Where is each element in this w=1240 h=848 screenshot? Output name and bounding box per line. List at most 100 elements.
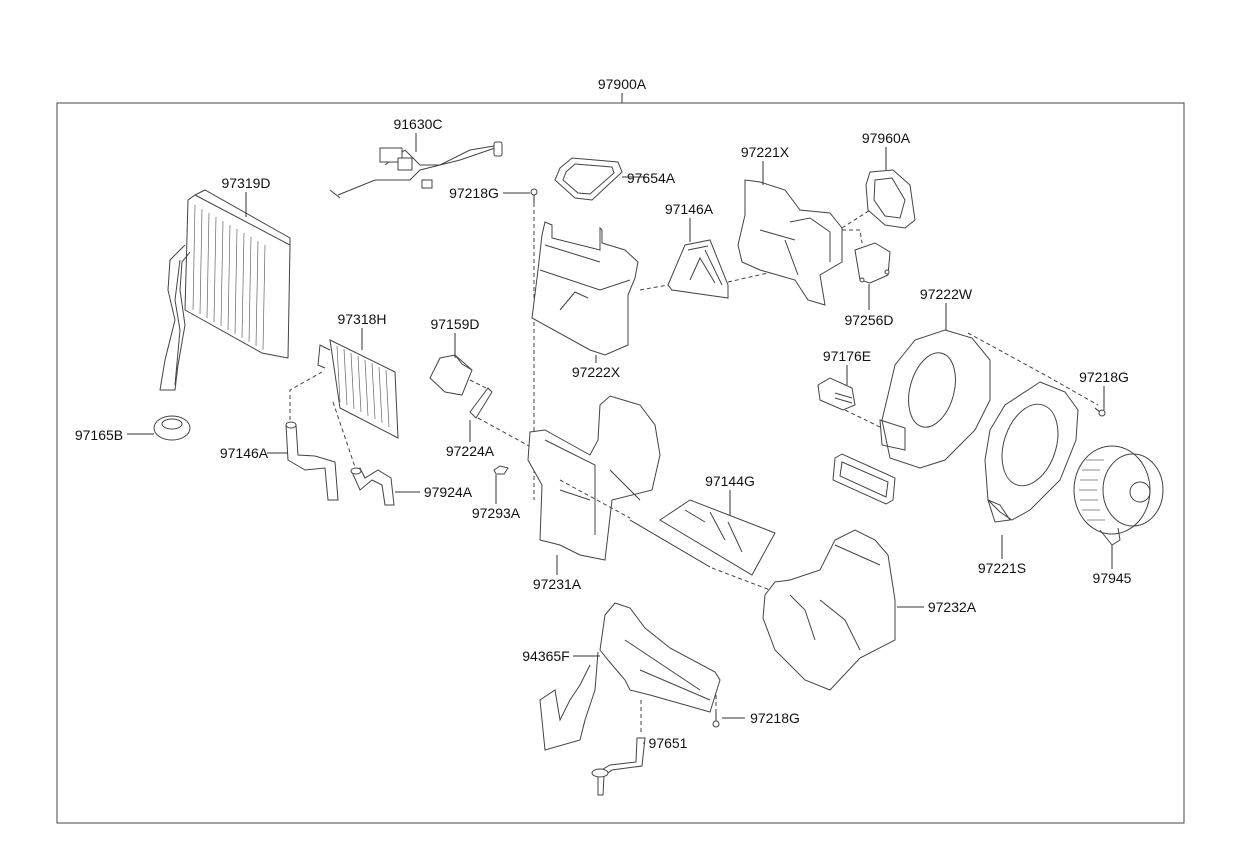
resistor-97176E	[817, 377, 856, 411]
part-97924A[interactable]	[350, 467, 395, 506]
connector	[493, 141, 503, 157]
part-97146A[interactable]	[667, 239, 729, 299]
door-97144G	[659, 499, 776, 576]
part-97144G[interactable]	[629, 499, 776, 576]
scroll-case-foot	[987, 499, 1011, 523]
part-94365F[interactable]	[539, 602, 721, 751]
seal-rect-outer	[832, 453, 896, 505]
assembly-line	[844, 409, 883, 429]
label-97146A: 97146A	[665, 201, 714, 217]
case-97222X-details	[539, 244, 631, 311]
part-97318H[interactable]	[317, 339, 399, 439]
evaporator-fins	[192, 204, 266, 351]
actuator-detail	[454, 354, 473, 371]
label-97221X: 97221X	[741, 144, 790, 160]
label-97319D: 97319D	[221, 175, 270, 191]
part-97159D[interactable]	[429, 354, 473, 396]
actuator-97256D	[854, 242, 891, 284]
label-97651: 97651	[649, 735, 688, 751]
mount-point	[884, 269, 890, 275]
wire-end	[329, 189, 341, 199]
part-97293A[interactable]	[493, 465, 509, 475]
bracket-details	[624, 639, 711, 701]
part-97319D[interactable]	[159, 189, 291, 391]
label-97224A: 97224A	[446, 443, 495, 459]
bracket-arm	[539, 651, 599, 751]
assembly-line	[332, 401, 356, 468]
label-97231A: 97231A	[533, 576, 582, 592]
duct-97146A	[667, 239, 729, 299]
label-97222W: 97222W	[920, 286, 973, 302]
label-97218G-top: 97218G	[449, 185, 499, 201]
part-97221X[interactable]	[737, 179, 843, 306]
blower-wheel-face	[1102, 453, 1164, 527]
label-97654A: 97654A	[627, 170, 676, 186]
connector	[397, 157, 413, 171]
label-97144G: 97144G	[705, 473, 755, 489]
label-97318H: 97318H	[337, 311, 386, 327]
assembly-line	[559, 479, 771, 591]
label-97218G-right: 97218G	[1079, 369, 1129, 385]
case-97231A-body	[527, 395, 661, 561]
scroll-case-body	[984, 381, 1079, 521]
heater-core-fins	[336, 345, 390, 428]
part-97218G-bottom[interactable]	[712, 695, 720, 728]
screw-head	[1098, 409, 1106, 417]
heater-pipe	[317, 344, 331, 369]
hose-end	[350, 467, 362, 475]
screw-head	[712, 720, 720, 728]
part-97256D[interactable]	[854, 242, 891, 284]
evaporator-pipe-2	[174, 259, 181, 386]
part-91630C[interactable]	[329, 141, 503, 199]
part-97651[interactable]	[591, 700, 646, 796]
part-97231A[interactable]	[527, 395, 661, 561]
label-97232A: 97232A	[928, 599, 977, 615]
connector	[421, 179, 433, 189]
seal-outer	[554, 157, 623, 201]
blower-case-bracket	[879, 419, 906, 451]
drain-hose	[597, 737, 646, 796]
label-97165B: 97165B	[75, 427, 123, 443]
label-97218G-bottom: 97218G	[750, 710, 800, 726]
seal-rect[interactable]	[832, 453, 896, 505]
part-97925[interactable]	[285, 421, 339, 501]
seal-97960A	[865, 169, 916, 229]
case-97222X-body	[531, 221, 639, 356]
actuator-97159D	[429, 354, 473, 396]
label-91630C: 91630C	[393, 116, 442, 132]
door-details	[684, 509, 743, 553]
hose-97925	[285, 424, 339, 501]
part-97218G-top[interactable]	[530, 188, 538, 203]
motor-hub	[1129, 481, 1151, 503]
label-97293A: 97293A	[472, 505, 521, 521]
blower-case-body	[881, 329, 991, 469]
evaporator-pipe	[159, 244, 191, 391]
part-97221S[interactable]	[984, 381, 1079, 523]
grommet-hole	[161, 418, 183, 430]
case-97232A-body	[762, 529, 896, 691]
part-97654A[interactable]	[554, 157, 623, 201]
scroll-case-opening	[1001, 403, 1059, 487]
label-97925: 97146A	[220, 445, 269, 461]
label-97222X: 97222X	[572, 364, 621, 380]
bracket-tray	[599, 602, 721, 713]
part-97945[interactable]	[1073, 445, 1164, 546]
part-97232A[interactable]	[762, 529, 896, 691]
label-97256D: 97256D	[844, 312, 893, 328]
part-97960A[interactable]	[865, 169, 916, 229]
assembly-line	[967, 332, 1099, 406]
part-97218G-right[interactable]	[1094, 407, 1106, 417]
clip-97293A	[493, 465, 509, 475]
assembly-frame	[56, 102, 1185, 824]
case-97231A-details	[544, 439, 641, 535]
part-97224A[interactable]	[469, 387, 493, 419]
part-97222X[interactable]	[531, 221, 639, 356]
label-97945: 97945	[1093, 570, 1132, 586]
part-97165B[interactable]	[153, 415, 191, 441]
label-97924A: 97924A	[424, 484, 473, 500]
part-97176E[interactable]	[817, 377, 856, 411]
assembly-title: 97900A	[598, 76, 647, 92]
part-97222W[interactable]	[879, 329, 991, 469]
duct-details	[687, 245, 723, 286]
